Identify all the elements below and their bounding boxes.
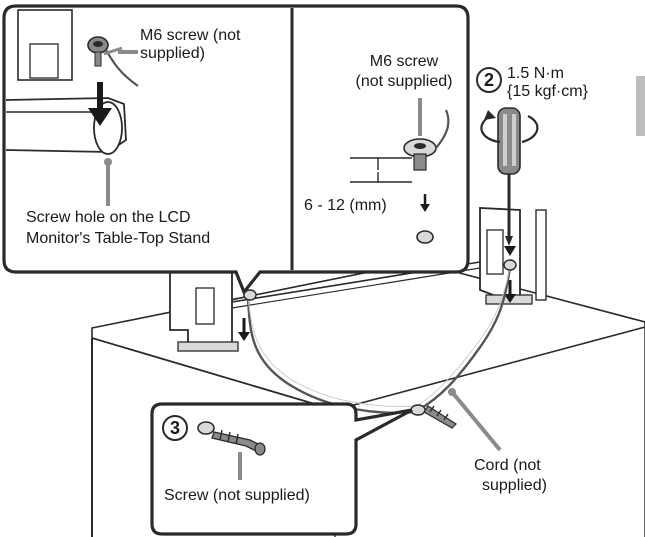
detail-down-arrow	[420, 194, 430, 212]
step1-down-arrow	[88, 82, 112, 126]
cord-label-line1: Cord (not	[474, 457, 541, 474]
stand-down-arrow-left	[238, 318, 250, 341]
cord-leader-line	[450, 390, 502, 452]
step1-screw-label-line2: supplied)	[140, 45, 205, 62]
step2-number: 2	[484, 70, 494, 90]
step3-number: 3	[170, 418, 180, 438]
screw-hole-label-line2: Monitor's Table-Top Stand	[26, 230, 210, 247]
step1-screw	[87, 36, 139, 87]
cord-label-line2: supplied)	[482, 477, 547, 494]
screwdriver-down-arrow	[504, 246, 516, 256]
depth-label: 6 - 12 (mm)	[304, 197, 387, 214]
step2-badge: 2	[476, 67, 502, 93]
callout-box-step1	[2, 4, 470, 296]
torque-line1: 1.5 N·m	[507, 65, 564, 82]
step3-screw-label: Screw (not supplied)	[164, 487, 310, 504]
step3-screw	[197, 421, 266, 456]
stand-down-arrow-right	[504, 280, 516, 303]
detail-hole	[416, 230, 434, 244]
callout-box-step3	[150, 402, 413, 536]
detail-screw-label-line2: (not supplied)	[356, 73, 453, 90]
torque-line2: {15 kgf·cm}	[507, 83, 589, 100]
step1-screw-label-line1: M6 screw (not	[140, 27, 241, 44]
detail-screw-label-line1: M6 screw	[370, 53, 439, 70]
step1-monitor-corner	[5, 9, 127, 155]
table-screw	[410, 404, 457, 429]
side-tab	[636, 76, 645, 136]
detail-screw	[403, 109, 450, 171]
screw-hole-label-line1: Screw hole on the LCD	[26, 209, 191, 226]
screwdriver	[480, 107, 539, 246]
step3-badge: 3	[162, 415, 188, 441]
cord	[243, 259, 517, 414]
detail-depth-dimension	[350, 157, 412, 183]
